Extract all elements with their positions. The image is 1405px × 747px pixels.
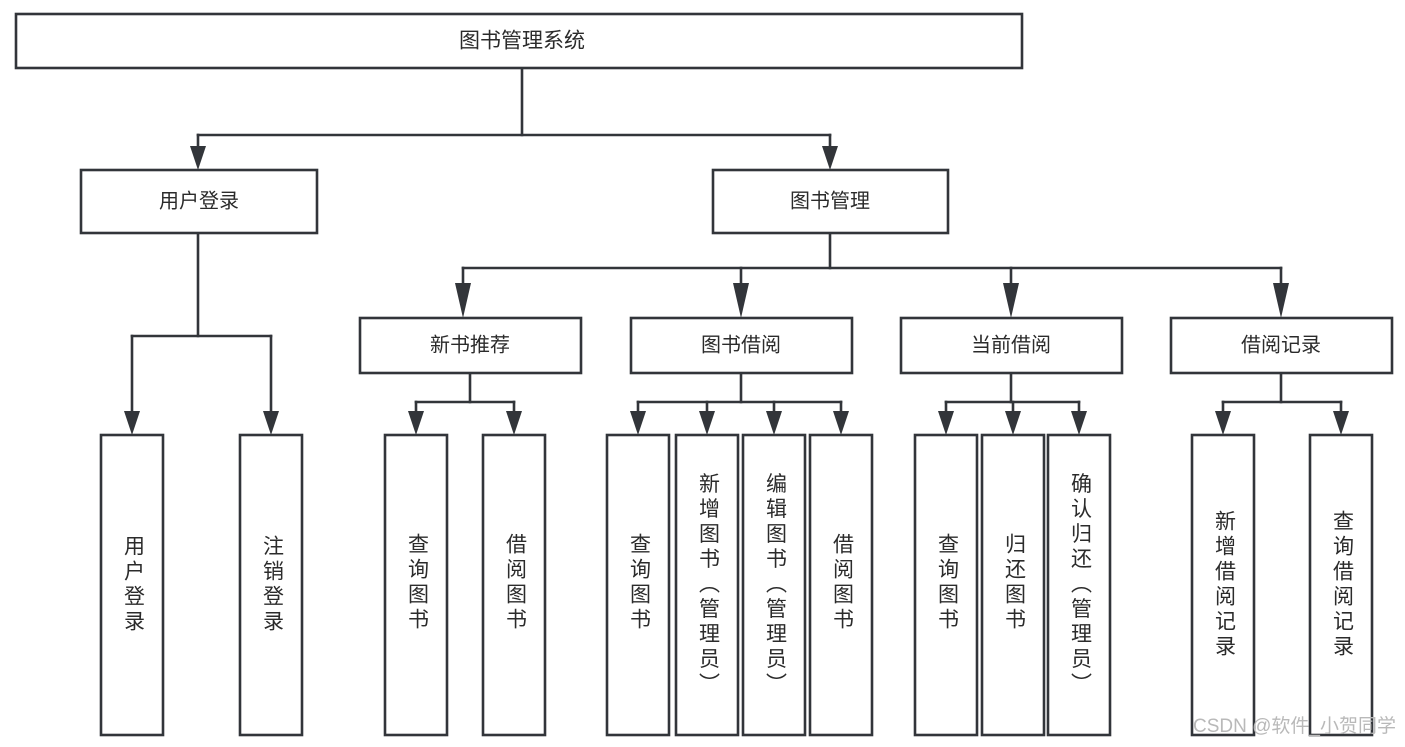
node-current-borrow[interactable]: 当前借阅 — [899, 316, 1124, 375]
node-leaf-return-book-box[interactable] — [980, 433, 1046, 737]
node-current-borrow-label: 当前借阅 — [971, 333, 1051, 356]
node-root-label: 图书管理系统 — [459, 30, 585, 53]
connector-book-management-to-level3 — [455, 231, 1289, 318]
arrow-head-borrow-record — [1273, 283, 1289, 318]
arrow-head-leaf-query-book-3 — [938, 411, 954, 435]
node-root-box[interactable] — [14, 12, 1024, 70]
arrow-head-leaf-user-logout — [263, 411, 279, 435]
node-leaf-query-book-1-label: 查询图书 — [405, 533, 429, 633]
node-leaf-confirm-return-box[interactable] — [1046, 433, 1112, 737]
node-book-management-box[interactable] — [711, 168, 950, 235]
arrow-head-new-book-recommend — [455, 283, 471, 318]
node-borrow-record[interactable]: 借阅记录 — [1169, 316, 1394, 375]
watermark-label: CSDN @软件_小贺同学 — [1193, 715, 1396, 737]
node-user-login-label: 用户登录 — [159, 189, 239, 212]
node-leaf-query-book-2-box[interactable] — [605, 433, 671, 737]
node-leaf-user-logout-label: 注销登录 — [260, 535, 284, 635]
node-leaf-add-book-label: 新增图书（管理员） — [696, 473, 720, 698]
arrow-head-leaf-query-book-2 — [630, 411, 646, 435]
node-leaf-add-record[interactable]: 新增借阅记录 — [1190, 433, 1256, 737]
node-new-book-recommend[interactable]: 新书推荐 — [358, 316, 583, 375]
node-new-book-recommend-label: 新书推荐 — [430, 333, 510, 356]
node-book-borrow-box[interactable] — [629, 316, 854, 375]
node-leaf-borrow-book-2-label: 借阅图书 — [830, 533, 854, 633]
arrow-head-leaf-user-login — [124, 411, 140, 435]
node-leaf-return-book-label: 归还图书 — [1002, 533, 1026, 633]
node-leaf-edit-book-box[interactable] — [741, 433, 807, 737]
node-leaf-query-record-box[interactable] — [1308, 433, 1374, 737]
arrow-head-current-borrow — [1003, 283, 1019, 318]
node-leaf-user-login-box[interactable] — [99, 433, 165, 737]
arrow-head-book-borrow — [733, 283, 749, 318]
node-leaf-edit-book[interactable]: 编辑图书（管理员） — [741, 433, 807, 737]
node-leaf-add-record-label: 新增借阅记录 — [1212, 510, 1236, 660]
node-leaf-borrow-book-1-box[interactable] — [481, 433, 547, 737]
arrow-head-leaf-add-book — [699, 411, 715, 435]
node-leaf-add-book-box[interactable] — [674, 433, 740, 737]
arrow-head-leaf-query-record — [1333, 411, 1349, 435]
arrow-head-leaf-return-book — [1005, 411, 1021, 435]
node-leaf-query-book-1-box[interactable] — [383, 433, 449, 737]
node-leaf-borrow-book-1-label: 借阅图书 — [503, 533, 527, 633]
node-leaf-confirm-return[interactable]: 确认归还（管理员） — [1046, 433, 1112, 737]
arrow-head-leaf-borrow-book-1 — [506, 411, 522, 435]
node-borrow-record-box[interactable] — [1169, 316, 1394, 375]
node-leaf-query-record[interactable]: 查询借阅记录 — [1308, 433, 1374, 737]
node-user-login-box[interactable] — [79, 168, 319, 235]
node-leaf-borrow-book-2-box[interactable] — [808, 433, 874, 737]
node-leaf-borrow-book-1[interactable]: 借阅图书 — [481, 433, 547, 737]
connector-root-to-level2 — [190, 66, 838, 170]
connector-new-book-recommend-to-leaves — [408, 371, 522, 435]
arrow-head-leaf-add-record — [1215, 411, 1231, 435]
node-book-borrow[interactable]: 图书借阅 — [629, 316, 854, 375]
node-book-management[interactable]: 图书管理 — [711, 168, 950, 235]
node-borrow-record-label: 借阅记录 — [1241, 333, 1321, 356]
node-book-management-label: 图书管理 — [790, 189, 870, 212]
node-leaf-query-book-2[interactable]: 查询图书 — [605, 433, 671, 737]
arrow-head-user-login — [190, 146, 206, 170]
node-leaf-edit-book-label: 编辑图书（管理员） — [763, 473, 787, 698]
connector-borrow-record-to-leaves — [1215, 371, 1349, 435]
node-leaf-query-book-3[interactable]: 查询图书 — [913, 433, 979, 737]
node-leaf-query-book-3-box[interactable] — [913, 433, 979, 737]
node-leaf-user-login[interactable]: 用户登录 — [99, 433, 165, 737]
node-book-borrow-label: 图书借阅 — [701, 333, 781, 356]
node-leaf-user-logout-box[interactable] — [238, 433, 304, 737]
node-new-book-recommend-box[interactable] — [358, 316, 583, 375]
node-leaf-confirm-return-label: 确认归还（管理员） — [1068, 473, 1092, 698]
node-user-login[interactable]: 用户登录 — [79, 168, 319, 235]
node-leaf-query-book-1[interactable]: 查询图书 — [383, 433, 449, 737]
node-leaf-query-book-2-label: 查询图书 — [627, 533, 651, 633]
connector-user-login-to-leaves — [124, 231, 279, 435]
arrow-head-leaf-confirm-return — [1071, 411, 1087, 435]
node-leaf-add-book[interactable]: 新增图书（管理员） — [674, 433, 740, 737]
arrow-head-leaf-query-book-1 — [408, 411, 424, 435]
node-leaf-add-record-box[interactable] — [1190, 433, 1256, 737]
node-leaf-query-book-3-label: 查询图书 — [935, 533, 959, 633]
node-leaf-user-logout[interactable]: 注销登录 — [238, 433, 304, 737]
node-leaf-user-login-label: 用户登录 — [121, 535, 145, 635]
node-root[interactable]: 图书管理系统 — [14, 12, 1024, 70]
arrow-head-leaf-borrow-book-2 — [833, 411, 849, 435]
arrow-head-book-management — [822, 146, 838, 170]
connector-book-borrow-to-leaves — [630, 371, 849, 435]
arrow-head-leaf-edit-book — [766, 411, 782, 435]
node-current-borrow-box[interactable] — [899, 316, 1124, 375]
connector-current-borrow-to-leaves — [938, 371, 1087, 435]
node-leaf-return-book[interactable]: 归还图书 — [980, 433, 1046, 737]
node-leaf-query-record-label: 查询借阅记录 — [1330, 510, 1354, 660]
node-leaf-borrow-book-2[interactable]: 借阅图书 — [808, 433, 874, 737]
